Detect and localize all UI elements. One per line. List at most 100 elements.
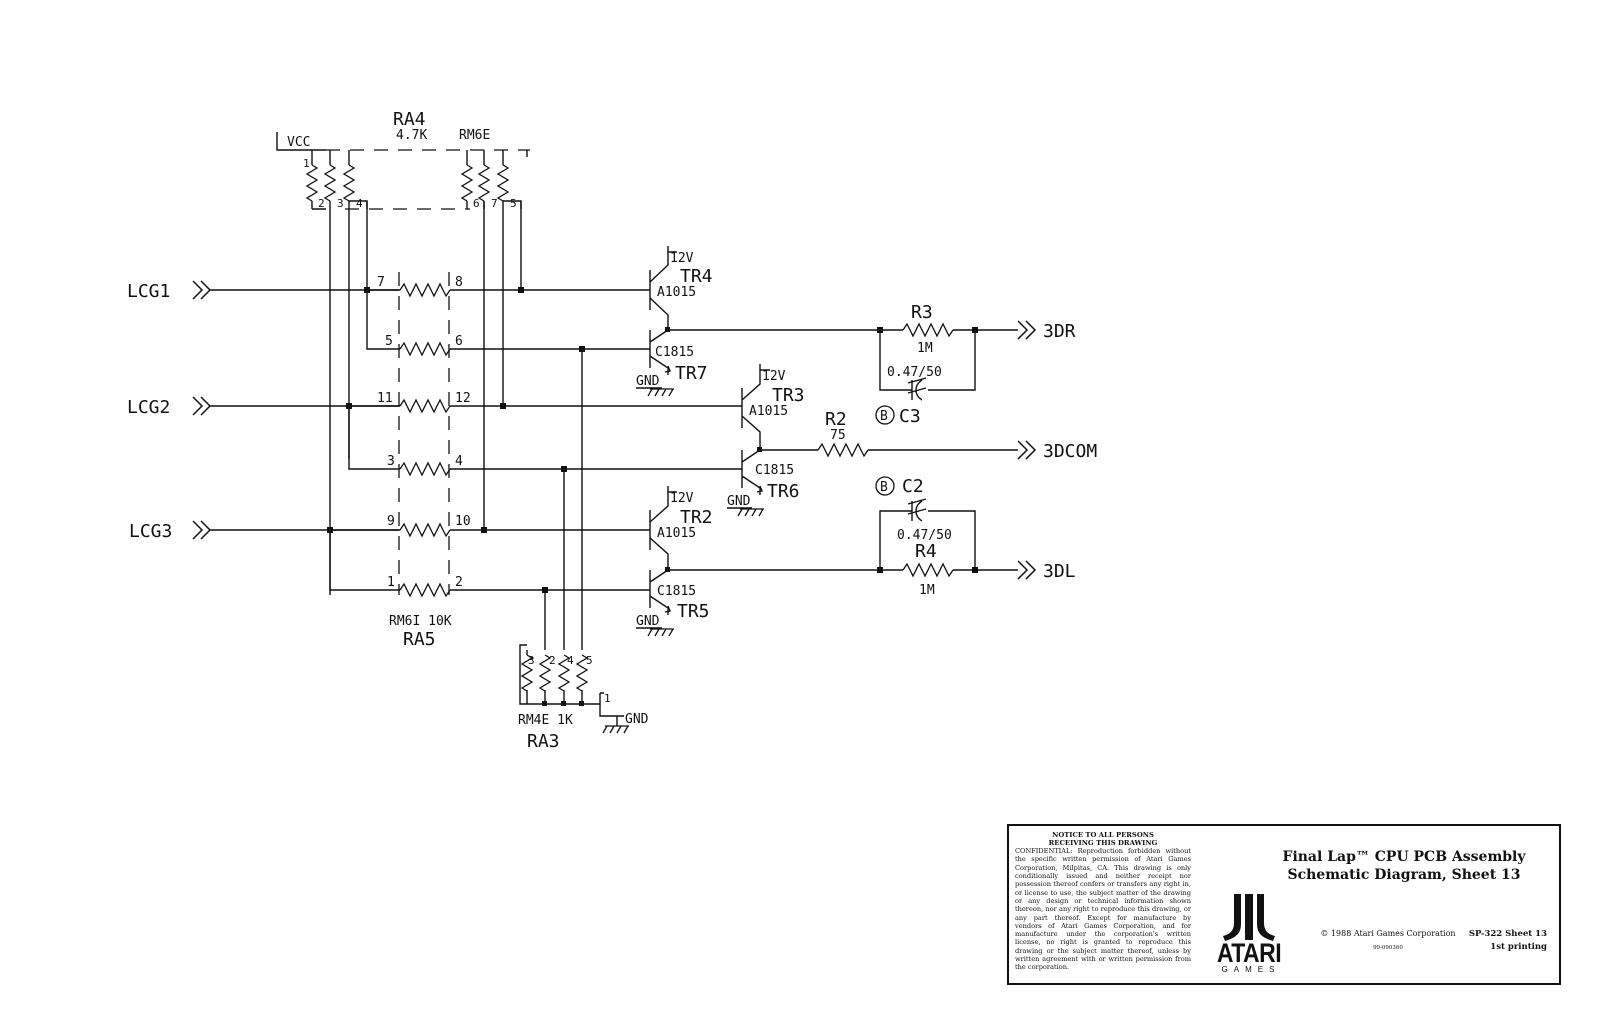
ra4-pin: 3	[337, 197, 344, 210]
ra5-pin: 9	[387, 514, 395, 529]
copyright-text: © 1988 Atari Games Corporation	[1320, 929, 1456, 938]
tr2-part: A1015	[657, 526, 696, 541]
out-3dr-label: 3DR	[1043, 321, 1076, 342]
ra3-pin: 4	[567, 654, 574, 667]
ra4-value: 4.7K	[396, 128, 427, 143]
tr7-gnd-label: GND	[636, 374, 660, 389]
tr7-part: C1815	[655, 345, 694, 360]
ra3-ref: RA3	[527, 731, 560, 752]
output-3dcom-network: 3DCOM R2 75	[817, 409, 1097, 462]
ra5-ref: RA5	[403, 629, 436, 650]
ra3-pin: 3	[528, 654, 535, 667]
c2-ref: C2	[902, 476, 924, 497]
c2-mark: B	[880, 480, 888, 495]
output-3dl-network: 3DL R4 1M 0.47/50 B C2	[875, 476, 1076, 598]
drawing-title: Final Lap™ CPU PCB Assembly Schematic Di…	[1259, 848, 1549, 884]
notice-heading: NOTICE TO ALL PERSONS RECEIVING THIS DRA…	[1015, 831, 1191, 847]
tr6-ref: TR6	[767, 481, 800, 502]
out-3dcom-label: 3DCOM	[1043, 441, 1097, 462]
junctions	[327, 287, 585, 593]
r4-value: 1M	[919, 583, 935, 598]
ra3-pin: 5	[586, 654, 593, 667]
tr6-gnd-label: GND	[727, 494, 751, 509]
r3-ref: R3	[911, 302, 933, 323]
transistor-tr5: C1815 TR5 GND	[636, 567, 880, 637]
ra5-pin: 11	[377, 391, 393, 406]
ra5-pin: 1	[387, 575, 395, 590]
lcg3-label: LCG3	[129, 521, 172, 542]
r2-value: 75	[830, 428, 846, 443]
ra5-value: RM6I 10K	[389, 614, 452, 629]
ra4-pin: 2	[318, 197, 325, 210]
part-number: 99-090360	[1373, 945, 1403, 951]
ra5-pin: 5	[385, 334, 393, 349]
ra3-pin: 2	[549, 654, 556, 667]
notice-body: CONFIDENTIAL: Reproduction forbidden wit…	[1015, 847, 1191, 972]
ra5-pin: 7	[377, 275, 385, 290]
ra4-part: RM6E	[459, 128, 490, 143]
ra5-pin: 6	[455, 334, 463, 349]
atari-logo-icon	[1223, 894, 1275, 941]
ra4-pin: 6	[473, 197, 480, 210]
tr5-part: C1815	[657, 584, 696, 599]
input-lcg1: LCG1	[127, 280, 399, 302]
drawing-title-line: Schematic Diagram, Sheet 13	[1287, 867, 1521, 883]
tr3-ref: TR3	[772, 385, 805, 406]
r2-ref: R2	[825, 409, 847, 430]
notice-heading-line: NOTICE TO ALL PERSONS	[1052, 831, 1154, 839]
tr5-ref: TR5	[677, 601, 710, 622]
notice-heading-line: RECEIVING THIS DRAWING	[1048, 838, 1158, 847]
c3-value: 0.47/50	[887, 365, 942, 380]
ra5-pin: 12	[455, 391, 471, 406]
c3-mark: B	[880, 409, 888, 424]
input-lcg3: LCG3	[129, 520, 399, 542]
transistor-tr4: 12V TR4 A1015	[649, 246, 713, 330]
input-lcg2: LCG2	[127, 396, 399, 418]
printing-label: 1st printing	[1490, 942, 1547, 952]
ra5-pin: 2	[455, 575, 463, 590]
out-3dl-label: 3DL	[1043, 561, 1076, 582]
ra4-pin: 7	[491, 197, 498, 210]
tr2-supply: 12V	[670, 491, 694, 506]
sheet-id: SP-322 Sheet 13	[1468, 929, 1547, 939]
ra3-gnd-label: GND	[625, 712, 649, 727]
tr6-part: C1815	[755, 463, 794, 478]
ra5-pin: 4	[455, 454, 463, 469]
ra3-resistor-array: 3 2 4 5 1 GND RM4E 1K RA3	[518, 349, 649, 752]
transistor-tr3: 12V TR3 A1015	[741, 364, 805, 450]
ra5-pin: 10	[455, 514, 471, 529]
tr3-supply: 12V	[762, 369, 786, 384]
ra5-pin: 3	[387, 454, 395, 469]
tr4-part: A1015	[657, 285, 696, 300]
tr7-ref: TR7	[675, 363, 708, 384]
ra4-resistor-array: RA4 4.7K RM6E VCC 1 2 3 4 6 7 5	[276, 109, 530, 595]
tr4-supply: 12V	[670, 251, 694, 266]
transistor-tr7: C1815 TR7 GND	[636, 327, 880, 397]
ra3-pin: 1	[604, 692, 611, 705]
c2-value: 0.47/50	[897, 528, 952, 543]
confidential-notice: NOTICE TO ALL PERSONS RECEIVING THIS DRA…	[1015, 831, 1191, 972]
ra4-ref: RA4	[393, 109, 426, 130]
ra4-pin: 5	[510, 197, 517, 210]
ra3-value: RM4E 1K	[518, 713, 573, 728]
ra5-resistor-array: 7 8 5 6 11 12 3 4 9 10 1 2 RM6I 10K RA5	[329, 272, 742, 650]
lcg1-label: LCG1	[127, 281, 170, 302]
atari-wordmark: ATARI	[1216, 937, 1282, 968]
ra4-pin: 1	[303, 157, 310, 170]
output-3dr-network: 3DR R3 1M 0.47/50 B C3	[875, 302, 1076, 427]
r4-ref: R4	[915, 541, 937, 562]
drawing-title-line: Final Lap™ CPU PCB Assembly	[1282, 849, 1526, 865]
atari-games-label: GAMES	[1221, 965, 1281, 974]
tr3-part: A1015	[749, 404, 788, 419]
r3-value: 1M	[917, 341, 933, 356]
transistor-tr6: C1815 TR6 GND	[727, 447, 818, 517]
title-block: NOTICE TO ALL PERSONS RECEIVING THIS DRA…	[1007, 824, 1561, 985]
tr4-ref: TR4	[680, 266, 713, 287]
tr5-gnd-label: GND	[636, 614, 660, 629]
ra4-pin: 4	[356, 197, 363, 210]
transistor-tr2: 12V TR2 A1015	[649, 486, 713, 570]
lcg2-label: LCG2	[127, 397, 170, 418]
c3-ref: C3	[899, 406, 921, 427]
ra5-pin: 8	[455, 275, 463, 290]
